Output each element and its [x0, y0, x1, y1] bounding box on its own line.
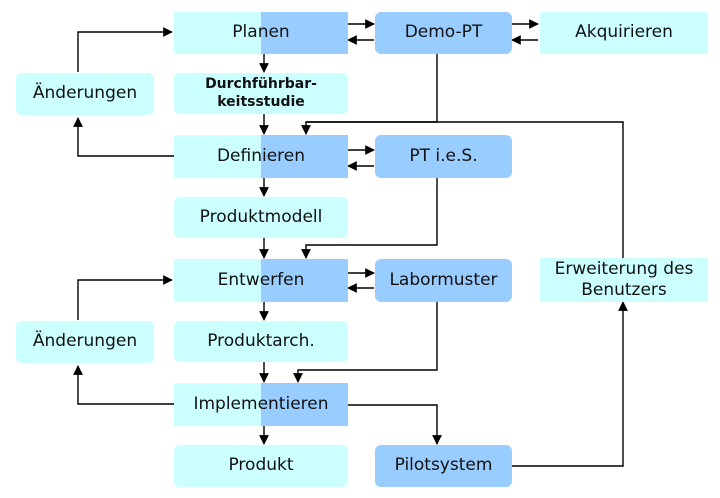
node-produktarch-label: Produktarch. [207, 330, 315, 351]
edge-pilotsystem-to-erweiterung [512, 301, 628, 467]
edge-pt-ies-to-entwerfen [301, 178, 438, 259]
node-entwerfen: Entwerfen [174, 259, 348, 302]
node-implementieren: Implementieren [174, 383, 348, 426]
node-demo-pt: Demo-PT [375, 12, 512, 54]
node-planen: Planen [174, 12, 348, 54]
node-erweiterung-line2: Benutzers [581, 280, 667, 300]
node-pilotsystem: Pilotsystem [375, 445, 512, 487]
node-produkt: Produkt [174, 445, 348, 487]
node-aenderungen-1: Änderungen [16, 73, 154, 115]
node-entwerfen-label: Entwerfen [217, 269, 305, 290]
node-aenderungen-2-label: Änderungen [32, 331, 138, 352]
node-labormuster-label: Labormuster [389, 269, 498, 290]
node-pt-ies: PT i.e.S. [375, 135, 512, 178]
node-durchfuehrbarkeit-line2: keitsstudie [217, 93, 305, 110]
node-definieren-label: Definieren [216, 145, 306, 166]
node-durchfuehrbarkeit-line1: Durchführbar- [205, 76, 317, 92]
edge-labormuster-to-implementieren [293, 302, 438, 383]
node-produkt-label: Produkt [228, 455, 294, 476]
node-erweiterung-line1: Erweiterung des [554, 258, 694, 279]
node-demo-pt-label: Demo-PT [404, 22, 483, 43]
node-produktarch: Produktarch. [174, 321, 348, 362]
edge-erweiterung-to-definieren [306, 121, 624, 258]
edge-implementieren-to-aenderungen-2 [73, 365, 174, 405]
node-implementieren-label: Implementieren [193, 393, 329, 414]
node-durchfuehrbarkeitsstudie: Durchführbar- keitsstudie [174, 73, 348, 114]
node-akquirieren-label: Akquirieren [575, 22, 673, 43]
node-produktmodell-label: Produktmodell [199, 206, 323, 227]
node-akquirieren: Akquirieren [540, 12, 708, 54]
node-planen-label: Planen [232, 22, 290, 43]
node-erweiterung: Erweiterung des Benutzers [540, 258, 708, 302]
edge-aenderungen-2-to-entwerfen [77, 275, 173, 320]
edge-implementieren-to-pilotsystem [348, 404, 442, 445]
node-pilotsystem-label: Pilotsystem [394, 455, 493, 476]
node-aenderungen-1-label: Änderungen [32, 83, 138, 104]
node-aenderungen-2: Änderungen [16, 321, 154, 363]
node-produktmodell: Produktmodell [174, 197, 348, 238]
node-definieren: Definieren [174, 135, 348, 178]
node-labormuster: Labormuster [375, 259, 512, 302]
edge-aenderungen-1-to-planen [77, 27, 173, 72]
edge-definieren-to-aenderungen-1 [73, 117, 174, 157]
node-pt-ies-label: PT i.e.S. [409, 145, 478, 166]
